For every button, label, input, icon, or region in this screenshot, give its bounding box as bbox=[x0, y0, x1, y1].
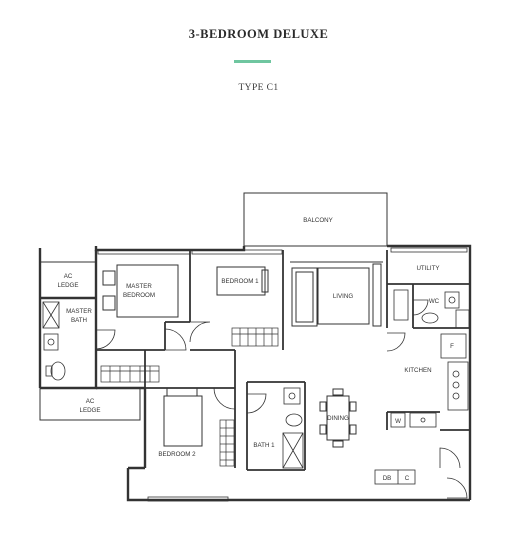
master-bed bbox=[102, 264, 179, 318]
title-accent-bar bbox=[234, 60, 271, 63]
bedroom-1-bed bbox=[216, 266, 269, 296]
master-wardrobe bbox=[100, 365, 160, 383]
wc-label: WC bbox=[429, 298, 440, 305]
ac-ledge-bottom bbox=[39, 387, 141, 421]
master-bath-label-1: MASTER bbox=[66, 308, 92, 315]
balcony bbox=[243, 192, 388, 247]
master-bedroom-label-2: BEDROOM bbox=[123, 292, 155, 299]
unit-type-label: TYPE C1 bbox=[238, 83, 279, 93]
bedroom-1-label: BEDROOM 1 bbox=[221, 278, 259, 285]
dining-label: DINING bbox=[327, 415, 349, 422]
living-furniture bbox=[290, 261, 383, 327]
plan-title: 3-BEDROOM DELUXE bbox=[188, 27, 329, 41]
c-label: C bbox=[405, 475, 410, 482]
ac-ledge-top-label-1: AC bbox=[64, 273, 73, 280]
fridge-label: F bbox=[450, 343, 454, 350]
db-label: DB bbox=[383, 475, 392, 482]
bath-1-label: BATH 1 bbox=[253, 442, 275, 449]
washer-label: W bbox=[395, 418, 401, 425]
master-bath-fixtures bbox=[42, 301, 66, 381]
kitchen-fixtures bbox=[374, 333, 469, 485]
bedroom-2-bed bbox=[163, 387, 203, 447]
internal-walls bbox=[96, 250, 470, 471]
ac-ledge-bottom-label-2: LEDGE bbox=[80, 407, 101, 414]
dining-set bbox=[319, 388, 357, 448]
windows bbox=[97, 247, 468, 502]
bedroom-2-wardrobe bbox=[219, 419, 235, 467]
ac-ledge-top bbox=[39, 261, 97, 299]
ac-ledge-top-label-2: LEDGE bbox=[58, 282, 79, 289]
utility-fixtures bbox=[393, 289, 470, 329]
bedroom-1-wardrobe bbox=[231, 327, 279, 347]
kitchen-label: KITCHEN bbox=[404, 367, 431, 374]
living-label: LIVING bbox=[333, 293, 353, 300]
master-bath-label-2: BATH bbox=[71, 317, 87, 324]
balcony-label: BALCONY bbox=[303, 217, 333, 224]
bedroom-2-label: BEDROOM 2 bbox=[158, 451, 196, 458]
ac-ledge-bottom-label-1: AC bbox=[86, 398, 95, 405]
master-bedroom-label-1: MASTER bbox=[126, 283, 152, 290]
utility-label: UTILITY bbox=[416, 265, 439, 272]
door-swings bbox=[95, 299, 468, 499]
bath-1-fixtures bbox=[282, 387, 304, 469]
